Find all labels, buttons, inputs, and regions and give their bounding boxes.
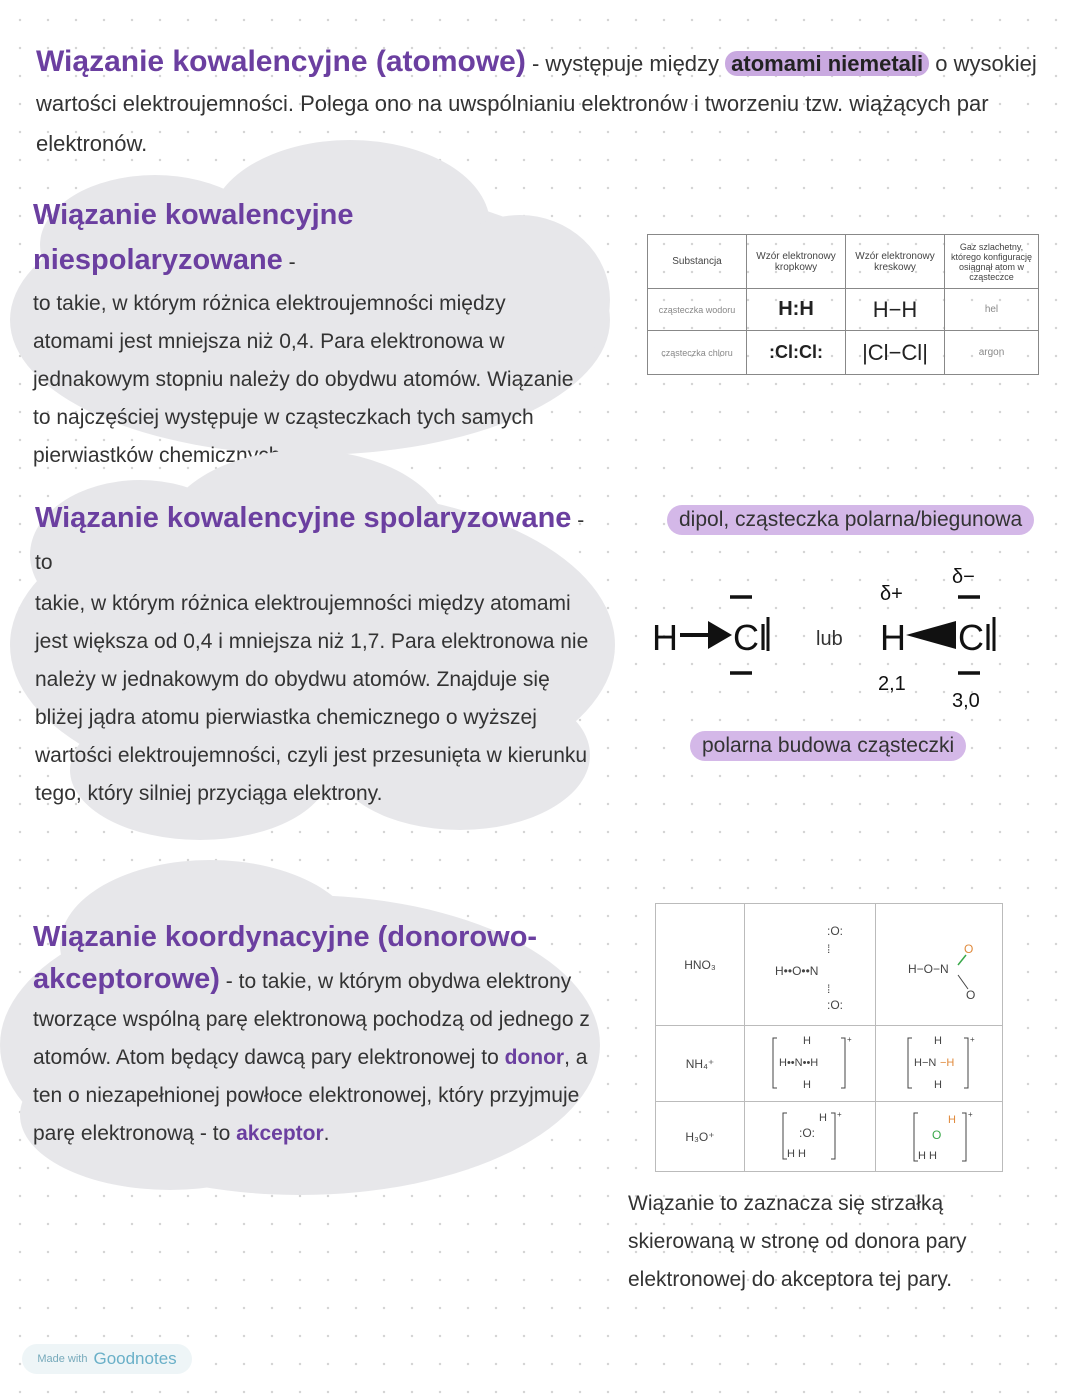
dipole-diagram: H Cl lub δ+ δ− H Cl 2,1 3,0 [652,566,996,712]
section3-text-c: . [323,1122,330,1145]
section1-text: to takie, w którym różnica elektroujemno… [33,292,574,467]
section1: Wiązanie kowalencyjne niespolaryzowane -… [33,195,588,475]
svg-text:+: + [968,1110,973,1119]
nh4-dot-svg: H H••N••H H + [772,1035,852,1091]
table2-substance: HNO₃ [655,903,745,1026]
table1-header: Wzór elektronowy kropkowy [746,234,846,289]
intro-text-before: - występuje między [525,51,726,76]
dipole-label-top: dipol, cząsteczka polarna/biegunowa [667,505,1035,535]
delta-plus: δ+ [880,583,903,605]
table2-substance: H₃O⁺ [655,1101,745,1172]
section2: Wiązanie kowalencyjne spolaryzowane - to… [35,498,600,813]
svg-text:⁞: ⁞ [827,982,830,996]
acceptor-term: akceptor [236,1122,324,1145]
hno3-dot-svg: :O: ⁞ H••O••N ⁞ :O: [775,924,843,1012]
bond-table: Substancja Wzór elektronowy kropkowy Wzó… [647,234,1039,375]
section3: Wiązanie koordynacyjne (donorowo- akcept… [33,914,593,1153]
svg-text:+: + [837,1110,842,1119]
dipole-label-bottom: polarna budowa cząsteczki [690,731,967,761]
svg-text:H••O••N: H••O••N [775,964,818,978]
table1-cell: argon [944,330,1039,375]
table1-cell: :Cl:Cl: [746,330,846,375]
h3o-line-formula: O H H H + [875,1101,1003,1172]
h3o-dot-formula: :O: H H H + [744,1101,876,1172]
svg-text:H−O−N: H−O−N [908,962,949,976]
svg-text:H: H [934,1079,942,1091]
svg-text:H H: H H [918,1150,937,1162]
svg-text:H: H [934,1035,942,1047]
badge-brand: Goodnotes [93,1349,177,1368]
section3-title-line1: Wiązanie koordynacyjne (donorowo- [33,921,538,953]
svg-text:H: H [948,1114,956,1126]
dipole-h-right: H [880,617,906,658]
arrow-note: Wiązanie to zaznacza się strzałką skiero… [628,1192,967,1291]
wedge-bond [906,621,956,649]
svg-text::O:: :O: [827,924,843,938]
svg-text::O:: :O: [799,1126,815,1140]
h3o-dot-svg: :O: H H H + [782,1110,842,1160]
intro-paragraph: Wiązanie kowalencyjne (atomowe) - występ… [36,42,1046,164]
delta-minus: δ− [952,566,975,588]
svg-text:O: O [964,942,973,956]
table1-cell: H−H [845,288,945,331]
table1-cell: cząsteczka wodoru [647,288,747,331]
donor-term: donor [504,1046,565,1069]
coordination-table: HNO₃ :O: ⁞ H••O••N ⁞ :O: H−O−N O O NH₄⁺ [655,903,1003,1172]
svg-text:O: O [932,1128,941,1142]
svg-text:H: H [803,1079,811,1091]
section2-dash: - to [35,509,585,574]
nh4-line-svg: H H−N −H H + [907,1035,975,1091]
svg-text:H−N: H−N [914,1057,936,1069]
svg-text:H••N••H: H••N••H [779,1057,818,1069]
section2-text: takie, w którym różnica elektroujemności… [35,592,589,805]
table1-cell: hel [944,288,1039,331]
dipole-cl-right: Cl [958,617,992,658]
svg-text:H H: H H [787,1148,806,1160]
goodnotes-badge[interactable]: Made with Goodnotes [22,1344,192,1374]
hno3-dot-formula: :O: ⁞ H••O••N ⁞ :O: [744,903,876,1026]
table1-cell: |Cl−Cl| [845,330,945,375]
hno3-line-svg: H−O−N O O [908,942,975,1002]
svg-text:+: + [970,1035,975,1044]
en-cl: 3,0 [952,690,980,712]
svg-text:O: O [966,988,975,1002]
table1-cell: H:H [746,288,846,331]
svg-text:⁞: ⁞ [827,942,830,956]
section1-dash: - [282,251,296,274]
en-h: 2,1 [878,673,906,695]
svg-text:+: + [847,1035,852,1044]
table1-header: Substancja [647,234,747,289]
section3-text-a: - to takie, w którym obydwa elektrony tw… [33,970,590,1069]
table1-cell: cząsteczka chloru [647,330,747,375]
nh4-dot-formula: H H••N••H H + [744,1025,876,1102]
table1-header: Gaz szlachetny, którego konfigurację osi… [944,234,1039,289]
svg-text:H: H [803,1035,811,1047]
intro-highlight: atomami niemetali [725,51,930,76]
hno3-line-formula: H−O−N O O [875,903,1003,1026]
h3o-line-svg: O H H H + [913,1110,973,1162]
arrow-head [708,621,732,649]
section2-title: Wiązanie kowalencyjne spolaryzowane [35,502,572,534]
svg-text:−H: −H [940,1057,954,1069]
table2-substance: NH₄⁺ [655,1025,745,1102]
section3-text-b: , a ten o niezapełnionej powłoce elektro… [33,1046,588,1145]
section1-title: Wiązanie kowalencyjne niespolaryzowane [33,199,354,276]
dipole-h-left: H [652,617,678,658]
dipole-cl-left: Cl [733,617,767,658]
intro-title: Wiązanie kowalencyjne (atomowe) [36,45,526,78]
svg-text::O:: :O: [827,998,843,1012]
nh4-line-formula: H H−N −H H + [875,1025,1003,1102]
svg-text:H: H [819,1112,827,1124]
intro-text-after: o wysokiej wartości elektroujemności. Po… [36,51,1037,156]
badge-made-with: Made with [37,1353,88,1365]
or-label: lub [816,628,843,650]
section3-title-line2: akceptorowe) [33,963,220,995]
table1-header: Wzór elektronowy kreskowy [845,234,945,289]
